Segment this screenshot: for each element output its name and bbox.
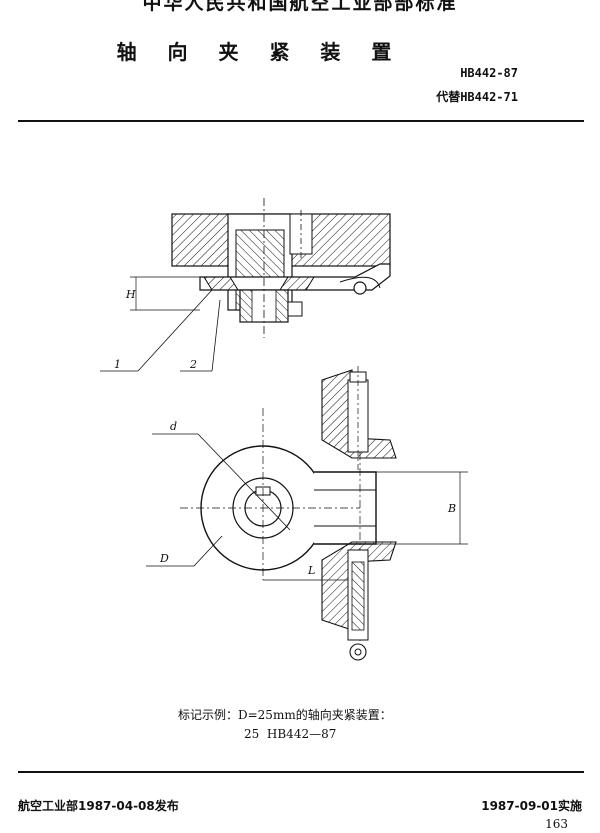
effective-date: 1987-09-01实施 xyxy=(481,799,582,813)
dim-label-l: L xyxy=(307,564,315,577)
dim-label-b: B xyxy=(447,502,456,515)
page-title: 轴 向 夹 紧 装 置 xyxy=(116,40,404,64)
replaces-standard: 代替HB442-71 xyxy=(436,90,518,104)
technical-drawing: H 1 2 d D B L xyxy=(100,198,468,661)
dim-label-d-large: D xyxy=(159,552,169,565)
dim-label-h: H xyxy=(125,288,136,301)
header-divider xyxy=(18,120,584,122)
dim-label-d-small: d xyxy=(170,420,177,433)
issuing-organization: 中华人民共和国航空工业部部标准 xyxy=(142,0,458,14)
page-number: 163 xyxy=(545,817,568,831)
part-label-1: 1 xyxy=(114,358,121,371)
plan-view: d D B L xyxy=(146,366,468,661)
issue-date: 航空工业部1987-04-08发布 xyxy=(18,799,179,813)
marking-example: 标记示例：D=25mm的轴向夹紧装置： xyxy=(178,708,392,722)
standard-number: HB442-87 xyxy=(460,66,518,80)
footer-divider xyxy=(18,771,584,773)
marking-code: 25 HB442—87 xyxy=(244,727,337,741)
part-label-2: 2 xyxy=(189,358,197,371)
section-view: H 1 2 xyxy=(100,198,391,372)
